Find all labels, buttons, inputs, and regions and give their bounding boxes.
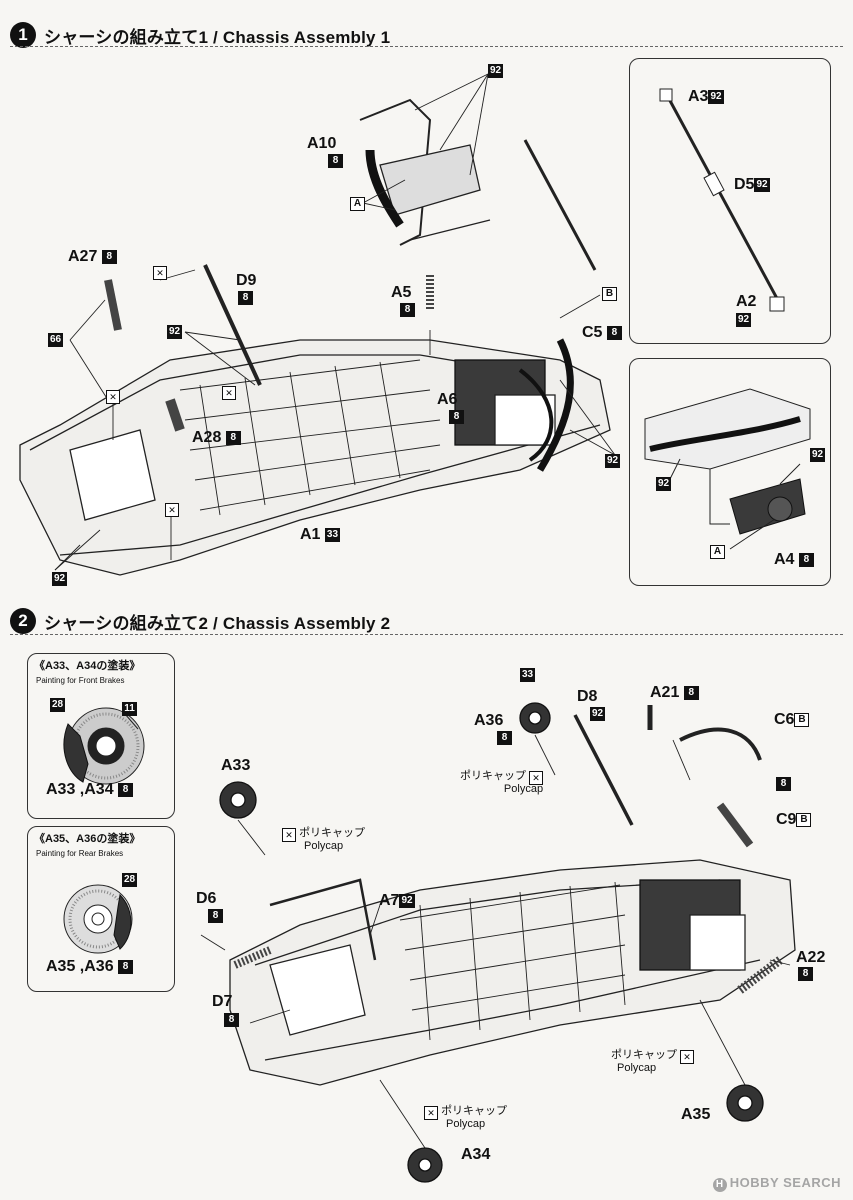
paint-code-92: 92 bbox=[810, 448, 826, 462]
paint-code-front-brake: 8 bbox=[118, 782, 134, 797]
part-a27-label: A27 8 bbox=[68, 249, 117, 265]
paint-code-d8: 92 bbox=[590, 707, 606, 721]
part-a28-label: A28 8 bbox=[192, 430, 241, 446]
part-d6-label: D6 bbox=[196, 890, 217, 907]
marker-a: A bbox=[350, 197, 365, 211]
section-divider bbox=[10, 46, 843, 47]
marker-a: A bbox=[710, 545, 725, 559]
front-brake-painting-box: 《A33、A34の塗装》 Painting for Front Brakes 2… bbox=[27, 653, 175, 819]
rear-brake-disc-drawing bbox=[63, 884, 133, 954]
paint-code-rear-brake: 8 bbox=[118, 959, 134, 974]
part-d8-label: D8 bbox=[577, 688, 598, 705]
part-a34-label: A34 bbox=[461, 1146, 491, 1163]
paint-code-28: 28 bbox=[122, 873, 138, 887]
paint-code-a4: 8 bbox=[798, 552, 814, 567]
rear-brake-painting-box: 《A35、A36の塗装》 Painting for Rear Brakes 28… bbox=[27, 826, 175, 992]
part-d7-label: D7 bbox=[212, 993, 233, 1010]
polycap-symbol: ✕ bbox=[165, 503, 179, 517]
step-number: 1 bbox=[10, 22, 36, 48]
polycap-symbol: ✕ bbox=[222, 386, 236, 400]
part-a5-label: A5 bbox=[391, 284, 412, 301]
polycap-note-1: ポリキャップ ✕ Polycap bbox=[460, 770, 544, 795]
paint-code-a1: 33 bbox=[324, 527, 341, 542]
part-a21-label: A21 8 bbox=[650, 685, 699, 701]
polycap-note-3: ポリキャップ ✕ Polycap bbox=[611, 1048, 695, 1075]
polycap-symbol: ✕ bbox=[153, 266, 167, 280]
paint-code-a2: 92 bbox=[736, 313, 752, 327]
paint-code-a21: 8 bbox=[683, 685, 699, 700]
paint-code-d7: 8 bbox=[224, 1013, 239, 1027]
front-brake-title: 《A33、A34の塗装》 bbox=[34, 660, 141, 672]
paint-code-c9: B bbox=[796, 812, 812, 827]
part-c5-label: C5 8 bbox=[582, 325, 622, 341]
paint-code-a27: 8 bbox=[101, 249, 117, 264]
part-a36-label: A36 bbox=[474, 712, 504, 729]
paint-code-a6: 8 bbox=[449, 410, 464, 424]
step-1-header: 1 シャーシの組み立て1 / Chassis Assembly 1 bbox=[10, 22, 390, 48]
paint-code-d5: 92 bbox=[754, 177, 770, 192]
paint-code-c5: 8 bbox=[606, 325, 622, 340]
part-a4-label: A4 8 bbox=[774, 552, 814, 568]
paint-code-a3: 92 bbox=[708, 89, 724, 104]
paint-code-d6: 8 bbox=[208, 909, 223, 923]
part-a22-label: A22 bbox=[796, 949, 826, 966]
step-number: 2 bbox=[10, 608, 36, 634]
paint-code-92: 92 bbox=[656, 477, 672, 491]
section-divider bbox=[10, 634, 843, 635]
rear-brake-subtitle: Painting for Rear Brakes bbox=[36, 849, 124, 858]
hobby-search-logo-icon: H bbox=[712, 1178, 727, 1192]
a4-assembly-drawing bbox=[644, 388, 811, 550]
front-brake-subtitle: Painting for Front Brakes bbox=[36, 676, 125, 685]
paint-code-11: 11 bbox=[122, 702, 137, 716]
paint-code-a28: 8 bbox=[225, 430, 241, 445]
paint-code-92: 92 bbox=[605, 454, 621, 468]
part-a10-label: A10 bbox=[307, 135, 337, 152]
marker-b: B bbox=[602, 287, 617, 301]
paint-code-a22: 8 bbox=[798, 967, 813, 981]
paint-code-92: 92 bbox=[52, 572, 68, 586]
paint-code-66: 66 bbox=[48, 333, 64, 347]
part-a6-label: A6 bbox=[437, 391, 458, 408]
paint-code-a7: 92 bbox=[399, 893, 415, 908]
part-a1-label: A1 33 bbox=[300, 526, 341, 543]
paint-code-a10: 8 bbox=[328, 154, 343, 168]
paint-code-33: 33 bbox=[520, 668, 536, 682]
polycap-symbol: ✕ bbox=[424, 1106, 438, 1120]
front-brake-parts-label: A33 ,A34 8 bbox=[46, 782, 134, 798]
front-brake-disc-drawing bbox=[63, 707, 145, 785]
polycap-symbol: ✕ bbox=[106, 390, 120, 404]
paint-code-a36: 8 bbox=[497, 731, 512, 745]
polycap-note-2: ✕ ポリキャップ Polycap bbox=[282, 826, 365, 853]
inset-a4-assembly: 92 92 A A4 8 bbox=[629, 358, 831, 586]
polycap-symbol: ✕ bbox=[282, 828, 296, 842]
paint-code-d9: 8 bbox=[238, 291, 253, 305]
drive-shaft-drawing bbox=[659, 88, 785, 312]
paint-code-c9-top: 8 bbox=[776, 777, 791, 791]
step-title: シャーシの組み立て1 / Chassis Assembly 1 bbox=[44, 27, 391, 47]
polycap-note-4: ✕ ポリキャップ Polycap bbox=[424, 1104, 507, 1131]
part-a2-label: A2 bbox=[736, 293, 757, 310]
part-a33-label: A33 bbox=[221, 757, 251, 774]
paint-code-92: 92 bbox=[488, 64, 504, 78]
rear-brake-parts-label: A35 ,A36 8 bbox=[46, 959, 134, 975]
polycap-symbol: ✕ bbox=[529, 771, 544, 785]
part-a35-label: A35 bbox=[681, 1106, 711, 1123]
paint-code-92: 92 bbox=[167, 325, 183, 339]
part-d9-label: D9 bbox=[236, 272, 257, 289]
step-title: シャーシの組み立て2 / Chassis Assembly 2 bbox=[44, 613, 391, 633]
rear-brake-title: 《A35、A36の塗装》 bbox=[34, 833, 141, 845]
paint-code-a5: 8 bbox=[400, 303, 415, 317]
step-2-header: 2 シャーシの組み立て2 / Chassis Assembly 2 bbox=[10, 608, 390, 634]
paint-code-28: 28 bbox=[50, 698, 66, 712]
polycap-symbol: ✕ bbox=[680, 1050, 695, 1064]
paint-code-c6: B bbox=[794, 712, 810, 727]
